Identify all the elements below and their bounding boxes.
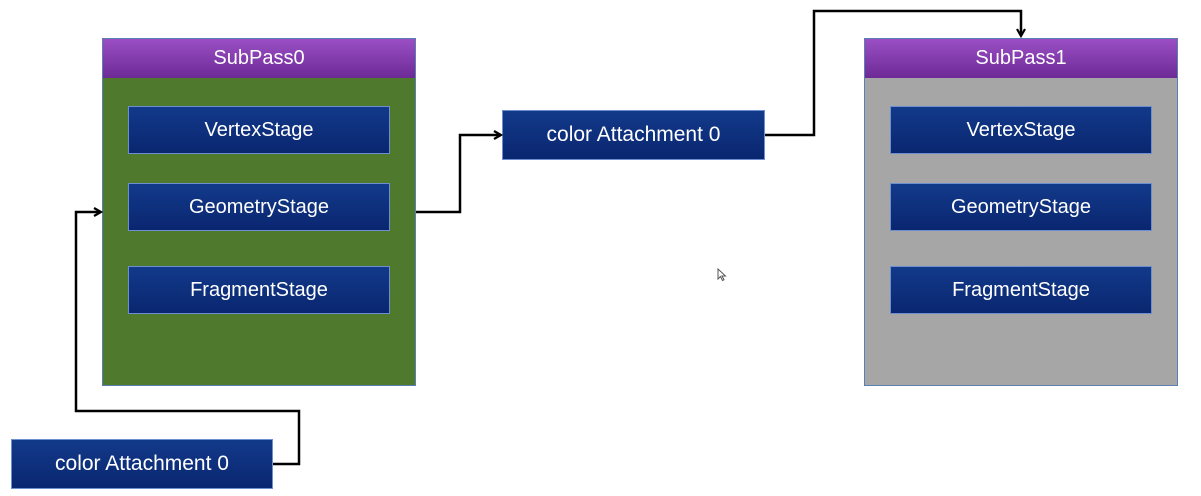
subpass-0-geometry-stage: GeometryStage <box>128 183 390 231</box>
subpass-1-geometry-stage: GeometryStage <box>890 183 1152 231</box>
subpass-0-vertex-stage: VertexStage <box>128 106 390 154</box>
input-to-subpass0-arrow <box>74 212 301 466</box>
subpass0-to-attachment-arrow <box>416 135 501 214</box>
subpass-1: SubPass1 VertexStage GeometryStage Fragm… <box>864 38 1178 386</box>
mouse-cursor-icon <box>717 268 727 282</box>
subpass-1-title: SubPass1 <box>865 39 1177 78</box>
output-color-attachment: color Attachment 0 <box>502 110 765 160</box>
subpass-1-fragment-stage: FragmentStage <box>890 266 1152 314</box>
subpass-0-fragment-stage: FragmentStage <box>128 266 390 314</box>
attachment-to-subpass1-arrow <box>765 9 1021 137</box>
subpass-1-vertex-stage: VertexStage <box>890 106 1152 154</box>
subpass-0: SubPass0 VertexStage GeometryStage Fragm… <box>102 38 416 386</box>
input-color-attachment: color Attachment 0 <box>11 439 273 489</box>
subpass-0-title: SubPass0 <box>103 39 415 78</box>
